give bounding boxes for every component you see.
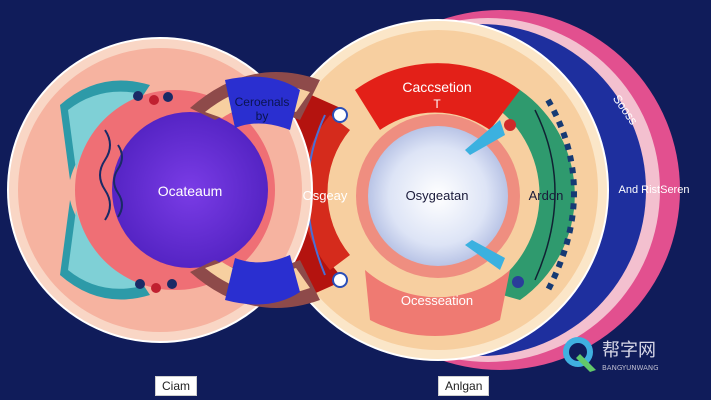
granule-1 [133,91,143,101]
center-nucleus-label: Osygeatan [406,188,469,203]
red-organelle-top [355,63,520,131]
green-organelle [485,90,575,300]
left-caption: Ciam [155,376,198,396]
nucleus-core [368,126,508,266]
connector [190,71,320,309]
granule-6 [167,279,177,289]
outer-right-label: And RistSeren [619,184,690,196]
left-nucleus-label: Ocateaum [158,183,223,199]
granule-5 [151,283,161,293]
chromatin-strand-1 [99,129,111,221]
arrow-lower-right [465,240,505,270]
red-organelle-label-line2: T [433,97,441,111]
filament-right [534,109,556,281]
connector-top-blue [225,76,300,130]
vesicle-top-left [332,107,348,123]
left-nucleus [112,112,268,268]
particle-lower [512,276,524,288]
particle-upper [504,119,516,131]
connector-label-line2: by [256,109,269,123]
chromatin-strand-2 [113,144,123,218]
arrow-upper-right [465,120,505,155]
left-organelle-label: Osgeay [303,188,348,203]
right-caption: Anlgan [438,376,490,396]
pink-organelle-bottom [365,270,510,337]
granule-3 [163,92,173,102]
granule-4 [135,279,145,289]
watermark-brand: 帮字网 [602,340,656,361]
pink-organelle-label: Ocesseation [401,293,473,308]
watermark-logo: 帮字网 BANGYUNWANG [563,337,659,372]
vesicle-arc-right [545,98,577,292]
watermark-sub: BANGYUNWANG [602,364,659,372]
red-organelle-left [301,115,350,270]
red-organelle-label-line1: Caccsetion [402,79,471,95]
granule-2 [149,95,159,105]
vesicle-bottom-left [332,272,348,288]
green-organelle-label: Ardon [529,188,564,203]
connector-label-line1: Ceroenals [235,95,290,109]
connector-bottom-blue [225,255,300,305]
watermark-tail-icon [576,354,596,372]
